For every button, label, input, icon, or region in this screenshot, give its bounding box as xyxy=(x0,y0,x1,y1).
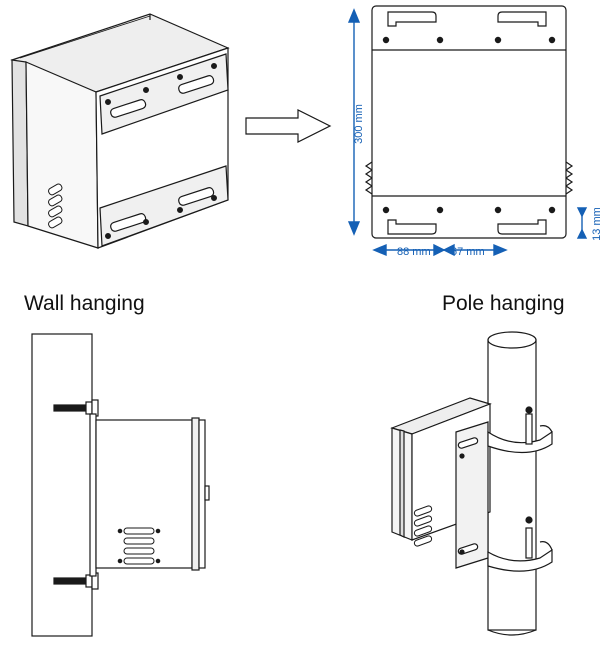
dim-left-offset-label: 88 mm xyxy=(397,246,431,258)
pole-mount-plate xyxy=(455,421,489,569)
pole-clamp-upper xyxy=(487,406,553,454)
wall-hanging-label: Wall hanging xyxy=(24,292,145,315)
front-upper-slots xyxy=(382,11,556,44)
dimension-lines xyxy=(347,8,588,257)
enclosure-iso-vents xyxy=(48,183,63,229)
dim-bracket-gap-label: 67 mm xyxy=(451,246,485,258)
front-lower-slots xyxy=(382,206,556,235)
pole-view-vents xyxy=(413,505,433,547)
wall-mount-view xyxy=(31,333,210,637)
enclosure-front-view xyxy=(364,5,574,239)
pole-hanging-label: Pole hanging xyxy=(442,292,565,315)
pole-clamp-lower xyxy=(487,516,553,572)
dimension-texts: 300 mm 13 mm 88 mm 67 mm xyxy=(353,104,603,258)
iso-lower-bracket xyxy=(99,165,229,247)
dim-edge-label: 13 mm xyxy=(591,207,603,241)
wall-view-vents xyxy=(117,527,161,565)
iso-upper-bracket xyxy=(99,53,229,135)
dim-height-label: 300 mm xyxy=(353,104,365,144)
transition-arrow xyxy=(245,109,332,143)
